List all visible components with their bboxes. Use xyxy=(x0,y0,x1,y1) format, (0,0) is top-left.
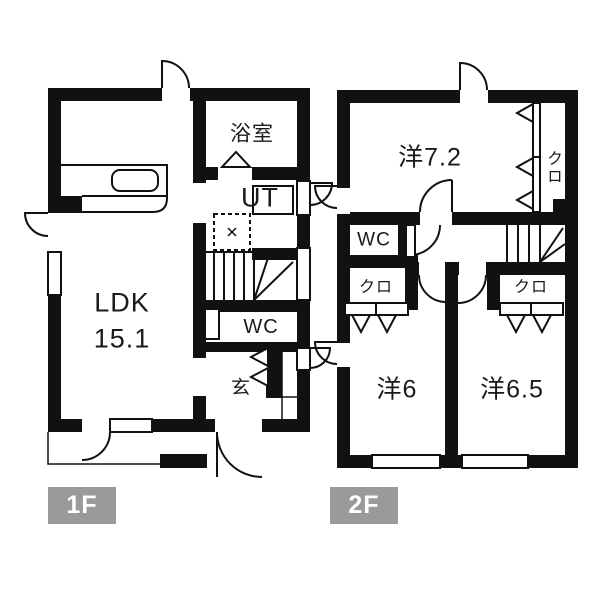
room-label-bedroom-6: 洋6 xyxy=(376,375,418,404)
door-swings-1f xyxy=(23,59,334,478)
room-label-closet-east: クロ xyxy=(513,279,549,296)
door-arc-top xyxy=(161,59,190,89)
room-label-wc-2f: WC xyxy=(357,229,391,251)
entry-closet-folding-doors xyxy=(248,346,269,388)
entry-step-lines xyxy=(47,352,297,465)
closet-east-folding-doors xyxy=(499,302,564,335)
door-arc-bedroom6 xyxy=(418,274,447,303)
door-arc-bedroom72 xyxy=(419,179,453,213)
door-arc-bedroom65 xyxy=(457,274,487,304)
washstand xyxy=(252,185,294,215)
door-arc-top-2f xyxy=(459,61,488,91)
wc-door-1f xyxy=(204,308,220,340)
door-swings-2f xyxy=(313,61,488,365)
room-area-ldk: 15.1 xyxy=(93,323,151,354)
stairs-2f xyxy=(506,225,566,263)
wc-door-leaf-2f xyxy=(405,224,416,258)
stairs-1f xyxy=(206,251,294,301)
terrace-outline xyxy=(47,432,160,465)
room-label-entrance: 玄 xyxy=(230,377,252,399)
door-arc-terrace xyxy=(81,431,111,461)
room-label-bedroom-6-5: 洋6.5 xyxy=(480,375,544,404)
washer-pan xyxy=(213,213,251,251)
window-swing-left-top xyxy=(313,185,338,209)
closet-main-folding-doors xyxy=(514,102,541,213)
room-label-closet-west: クロ xyxy=(358,279,394,296)
floor-badge-2f: 2F xyxy=(330,487,398,524)
wall-openings-1f xyxy=(48,88,262,432)
floor-badge-1f: 1F xyxy=(48,487,116,524)
windows-2f xyxy=(371,454,529,469)
door-arc-left xyxy=(23,212,49,237)
window-swing-right-bottom xyxy=(309,347,332,369)
room-label-bath: 浴室 xyxy=(230,122,274,146)
room-label-wc-1f: WC xyxy=(243,316,279,338)
wall-openings-2f xyxy=(337,90,488,367)
room-label-ldk: LDK xyxy=(94,287,150,318)
window-swing-left-bottom xyxy=(313,341,338,365)
bath-folding-door xyxy=(219,150,253,168)
windows-1f xyxy=(47,180,311,433)
kitchen-sink xyxy=(111,169,159,192)
room-label-utility: UT xyxy=(241,182,279,213)
window-swing-right-top xyxy=(309,182,334,206)
closet-west-folding-doors xyxy=(344,302,409,335)
room-label-closet-main: クロ xyxy=(544,150,561,186)
entry-step xyxy=(160,454,207,468)
floor-2f-plan xyxy=(313,61,578,469)
door-arc-entrance xyxy=(216,431,263,478)
floor-1f-plan xyxy=(23,59,334,478)
kitchen-counter xyxy=(61,164,168,213)
room-label-bedroom-7-2: 洋7.2 xyxy=(398,143,462,172)
